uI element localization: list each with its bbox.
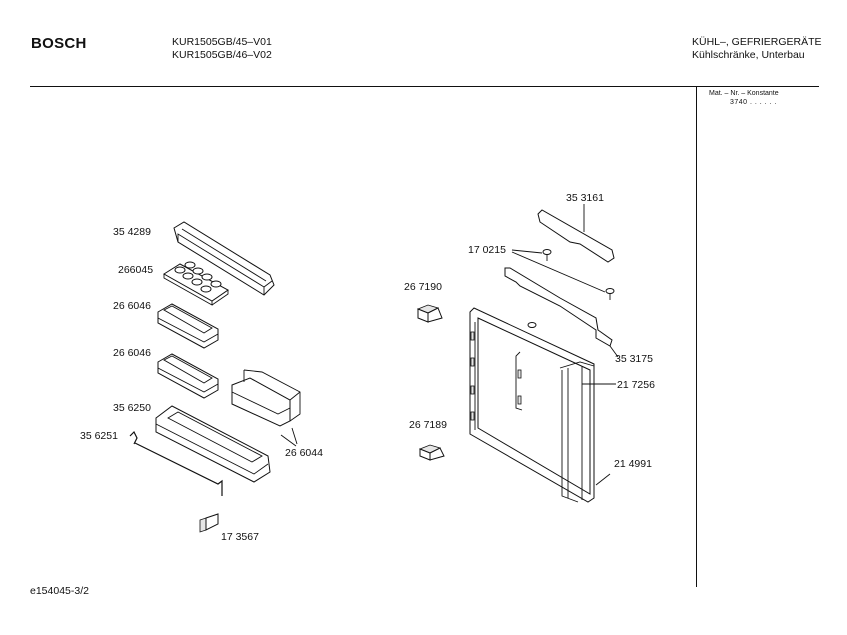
part-label-217256[interactable]: 21 7256 bbox=[617, 379, 655, 391]
door-frame-drawing[interactable] bbox=[469, 307, 616, 503]
part-label-266046[interactable]: 26 6046 bbox=[113, 300, 151, 312]
part-266045-drawing[interactable] bbox=[163, 261, 229, 306]
part-267190-drawing[interactable] bbox=[416, 304, 443, 323]
part-label-266044[interactable]: 26 6044 bbox=[285, 447, 323, 459]
material-number-label: Mat. – Nr. – Konstante bbox=[709, 90, 779, 97]
part-label-173567[interactable]: 17 3567 bbox=[221, 531, 259, 543]
category-subtitle: Kühlschränke, Unterbau bbox=[692, 48, 805, 61]
model-number: KUR1505GB/45–V01 bbox=[172, 36, 272, 48]
part-356251-drawing[interactable] bbox=[129, 430, 223, 496]
part-label-266046[interactable]: 26 6046 bbox=[113, 347, 151, 359]
side-divider bbox=[696, 87, 697, 587]
part-170215-drawing[interactable] bbox=[511, 249, 615, 301]
part-label-353161[interactable]: 35 3161 bbox=[566, 192, 604, 204]
model-number: KUR1505GB/46–V02 bbox=[172, 48, 272, 61]
material-number-block: Mat. – Nr. – Konstante 3740 . . . . . . bbox=[709, 89, 779, 107]
part-label-170215[interactable]: 17 0215 bbox=[468, 244, 506, 256]
drawing-id: e154045-3/2 bbox=[30, 585, 89, 597]
part-356250-drawing[interactable] bbox=[155, 405, 271, 483]
category-block: KÜHL–, GEFRIERGERÄTE Kühlschränke, Unter… bbox=[692, 36, 822, 61]
brand-logo: BOSCH bbox=[31, 35, 87, 52]
part-353175-drawing[interactable] bbox=[504, 267, 619, 358]
part-266046-drawing-1[interactable] bbox=[157, 303, 219, 349]
part-354289-drawing[interactable] bbox=[173, 221, 275, 296]
part-label-266045[interactable]: 266045 bbox=[118, 264, 154, 276]
part-353161-drawing[interactable] bbox=[537, 204, 615, 263]
part-label-353175[interactable]: 35 3175 bbox=[615, 353, 653, 365]
part-266044-drawing[interactable] bbox=[231, 369, 301, 447]
part-label-356251[interactable]: 35 6251 bbox=[80, 430, 118, 442]
part-label-267190[interactable]: 26 7190 bbox=[404, 281, 442, 293]
model-list: KUR1505GB/45–V01 KUR1505GB/46–V02 bbox=[172, 36, 272, 61]
material-number-value: 3740 . . . . . . bbox=[730, 99, 777, 106]
part-label-267189[interactable]: 26 7189 bbox=[409, 419, 447, 431]
header-divider bbox=[30, 86, 819, 87]
part-label-354289[interactable]: 35 4289 bbox=[113, 226, 151, 238]
part-label-214991[interactable]: 21 4991 bbox=[614, 458, 652, 470]
part-266046-drawing-2[interactable] bbox=[157, 353, 219, 399]
category-title: KÜHL–, GEFRIERGERÄTE bbox=[692, 36, 822, 48]
part-267189-drawing[interactable] bbox=[418, 444, 445, 461]
part-label-356250[interactable]: 35 6250 bbox=[113, 402, 151, 414]
part-173567-drawing[interactable] bbox=[199, 513, 219, 533]
